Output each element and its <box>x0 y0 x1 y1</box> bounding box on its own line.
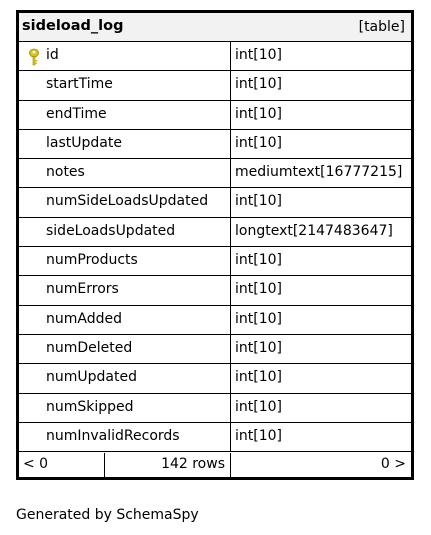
column-name-cell: numAdded <box>19 305 231 334</box>
column-type: int[10] <box>235 252 282 269</box>
column-row: lastUpdate int[10] <box>19 129 411 160</box>
column-row: numAdded int[10] <box>19 305 411 335</box>
column-type: int[10] <box>235 339 282 356</box>
row-count: 142 rows <box>161 456 225 472</box>
column-name[interactable]: startTime <box>46 76 113 93</box>
footer-divider <box>104 453 105 477</box>
column-row: startTime int[10] <box>19 71 411 101</box>
column-name[interactable]: endTime <box>46 105 107 122</box>
column-row: endTime int[10] <box>19 100 411 130</box>
column-name-cell: numErrors <box>19 276 231 305</box>
column-name-cell: numInvalidRecords <box>19 422 231 452</box>
column-name[interactable]: numProducts <box>46 252 138 269</box>
column-type: longtext[2147483647] <box>235 222 393 239</box>
column-name[interactable]: notes <box>46 164 85 181</box>
primary-key-icon <box>29 48 39 66</box>
column-name[interactable]: numErrors <box>46 281 119 298</box>
column-row: numProducts int[10] <box>19 247 411 277</box>
column-row: notes mediumtext[16777215] <box>19 159 411 189</box>
column-name-cell: notes <box>19 159 231 188</box>
child-relationships-count: 0 > <box>380 456 406 472</box>
column-type: int[10] <box>235 193 282 210</box>
column-type: int[10] <box>235 369 282 386</box>
column-name[interactable]: numUpdated <box>46 369 137 386</box>
column-type: int[10] <box>235 76 282 93</box>
column-name-cell: numProducts <box>19 247 231 276</box>
table-header: sideload_log [table] <box>19 13 411 42</box>
table-name[interactable]: sideload_log <box>22 18 124 34</box>
column-row: numSideLoadsUpdated int[10] <box>19 188 411 218</box>
column-type: int[10] <box>235 427 282 444</box>
generated-by-label: Generated by SchemaSpy <box>16 507 199 523</box>
column-name[interactable]: sideLoadsUpdated <box>46 222 176 239</box>
column-row: numInvalidRecords int[10] <box>19 422 411 453</box>
column-row: numErrors int[10] <box>19 276 411 306</box>
column-name[interactable]: numSkipped <box>46 398 134 415</box>
column-row: sideLoadsUpdated longtext[2147483647] <box>19 217 411 248</box>
column-name-cell: id <box>19 42 231 71</box>
column-name-cell: lastUpdate <box>19 129 231 159</box>
footer-divider <box>230 453 231 477</box>
column-type: int[10] <box>235 47 282 63</box>
column-name-cell: endTime <box>19 100 231 129</box>
column-name[interactable]: numDeleted <box>46 339 133 356</box>
column-name-cell: numSideLoadsUpdated <box>19 188 231 217</box>
column-type: int[10] <box>235 281 282 298</box>
column-name-cell: numUpdated <box>19 364 231 393</box>
column-name-cell: numDeleted <box>19 334 231 364</box>
column-row: id int[10] <box>19 42 411 72</box>
column-type: int[10] <box>235 310 282 327</box>
column-name[interactable]: numAdded <box>46 310 122 327</box>
column-type: int[10] <box>235 398 282 415</box>
column-name[interactable]: numInvalidRecords <box>46 427 180 444</box>
table-footer: < 0 142 rows 0 > <box>19 453 411 477</box>
column-name[interactable]: id <box>46 47 59 63</box>
column-row: numUpdated int[10] <box>19 364 411 394</box>
column-type: mediumtext[16777215] <box>235 164 403 181</box>
parent-relationships-count: < 0 <box>23 456 49 472</box>
column-type: int[10] <box>235 105 282 122</box>
column-name[interactable]: lastUpdate <box>46 134 122 151</box>
column-name-cell: sideLoadsUpdated <box>19 217 231 247</box>
table-kind-label: [table] <box>358 19 405 35</box>
column-name[interactable]: numSideLoadsUpdated <box>46 193 209 210</box>
column-row: numSkipped int[10] <box>19 393 411 423</box>
column-type: int[10] <box>235 134 282 151</box>
table-box: sideload_log [table] id int[10] startTime i… <box>16 10 414 480</box>
column-row: numDeleted int[10] <box>19 334 411 365</box>
column-name-cell: startTime <box>19 71 231 100</box>
column-name-cell: numSkipped <box>19 393 231 422</box>
